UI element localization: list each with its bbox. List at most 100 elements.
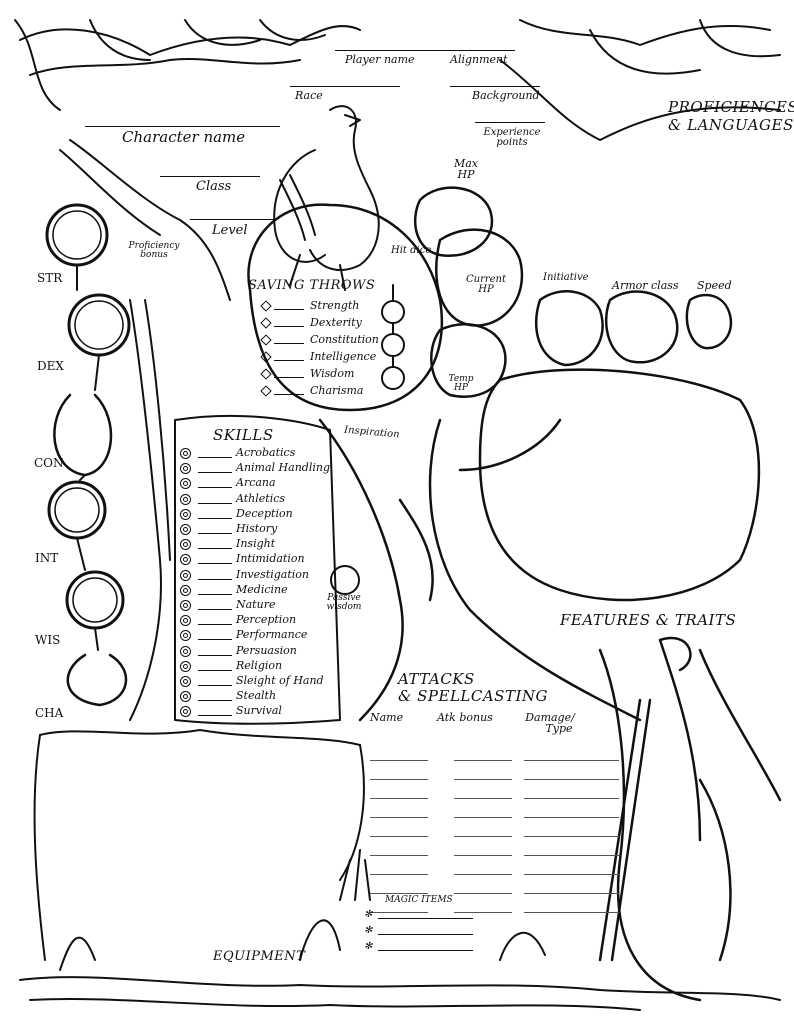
bow-drawing [598,636,732,962]
skills-title: SKILLS [213,426,274,444]
skill-label: Animal Handling [236,461,330,475]
attack-entry-line[interactable] [524,874,619,875]
attack-entry-line[interactable] [454,874,512,875]
ability-medallions [45,203,131,707]
attacks-col-damage: Damage/ Type [525,711,575,735]
initiative-label: Initiative [543,272,589,283]
skill-proficiency-bubble[interactable] [180,600,191,611]
class-label: Class [196,179,232,194]
skill-proficiency-bubble[interactable] [180,463,191,475]
skill-proficiency-bubble[interactable] [180,615,191,627]
skill-proficiency-bubble[interactable] [180,660,191,672]
magic-item-marker[interactable]: ✻ [364,909,373,920]
attack-entry-line[interactable] [524,817,619,818]
attack-entry-line[interactable] [370,817,428,818]
skill-label: Survival [236,704,282,718]
magic-item-marker[interactable]: ✻ [364,925,373,936]
attack-entry-line[interactable] [454,836,512,837]
magic-items-title: MAGIC ITEMS [385,895,453,905]
skill-proficiency-bubble[interactable] [180,539,191,551]
saving-throw-constitution: Constitution [310,333,379,346]
skill-label: Sleight of Hand [236,674,324,687]
skill-label: Nature [236,598,276,611]
attacks-col-name: Name [370,711,404,724]
attack-entry-line[interactable] [454,893,512,894]
skill-label: Investigation [236,567,309,581]
skill-proficiency-bubble[interactable] [180,645,191,657]
attack-entry-line[interactable] [370,855,428,856]
skill-label: Deception [236,506,293,520]
attack-entry-line[interactable] [524,912,619,913]
skill-proficiency-bubble[interactable] [180,691,191,703]
attack-entry-line[interactable] [370,893,428,894]
saving-throws-title: SAVING THROWS [248,278,376,293]
hit-dice-label: Hit dice [391,245,432,256]
top-branches [14,19,781,141]
speed-label: Speed [697,279,732,292]
magic-item-marker[interactable]: ✻ [364,941,373,952]
attack-entry-line[interactable] [370,798,428,799]
skill-proficiency-bubble[interactable] [180,524,191,535]
features-traits-title: FEATURES & TRAITS [560,611,737,629]
proficiencies-title: PROFICIENCES & LANGUAGES [668,98,794,134]
ability-int: INT [35,551,59,565]
skill-proficiency-bubble[interactable] [180,493,191,505]
attack-entry-line[interactable] [524,798,619,799]
attack-entry-line[interactable] [524,893,619,894]
bird-drawing [273,105,380,291]
skill-proficiency-bubble[interactable] [180,706,191,718]
saving-throw-dexterity: Dexterity [310,316,362,329]
skill-proficiency-bubble[interactable] [180,508,191,520]
character-name-label: Character name [122,128,246,146]
ability-con: CON [34,456,64,470]
alignment-label: Alignment [450,53,508,66]
skills-frame [174,414,341,725]
attack-entry-line[interactable] [454,912,512,913]
attack-entry-line[interactable] [370,760,428,761]
skill-proficiency-bubble[interactable] [180,448,191,459]
skill-proficiency-bubble[interactable] [180,569,191,581]
attack-entry-line[interactable] [370,779,428,780]
attack-entry-line[interactable] [454,798,512,799]
skill-proficiency-bubble[interactable] [180,554,191,566]
attack-entry-line[interactable] [370,836,428,837]
skill-label: History [236,522,278,535]
skill-label: Stealth [236,689,277,703]
attack-entry-line[interactable] [454,760,512,761]
attack-entry-line[interactable] [524,760,619,761]
attack-entry-line[interactable] [524,779,619,780]
skill-proficiency-bubble[interactable] [180,478,191,490]
skill-label: Perception [236,613,297,627]
left-branch [59,139,231,721]
level-label: Level [212,223,248,238]
skill-label: Performance [236,628,308,642]
skill-label: Religion [236,658,283,672]
skill-label: Medicine [236,582,288,596]
attack-entry-line[interactable] [454,855,512,856]
equipment-title: EQUIPMENT [213,949,306,964]
attack-entry-line[interactable] [524,836,619,837]
attack-entry-line[interactable] [370,912,428,913]
skill-proficiency-bubble[interactable] [180,676,191,687]
armor-class-label: Armor class [612,279,679,292]
skill-label: Acrobatics [236,446,296,459]
skill-proficiency-bubble[interactable] [180,584,191,596]
attacks-col-atk-bonus: Atk bonus [437,711,493,724]
skill-proficiency-bubble[interactable] [180,630,191,642]
attack-entry-line[interactable] [370,874,428,875]
skill-label: Arcana [236,476,276,490]
race-label: Race [295,89,323,102]
saving-throw-wisdom: Wisdom [310,367,355,380]
skill-label: Insight [236,537,276,551]
ability-wis: WIS [35,633,61,647]
attack-entry-line[interactable] [454,779,512,780]
ability-str: STR [37,271,63,285]
attack-entry-line[interactable] [524,855,619,856]
attack-entry-line[interactable] [454,817,512,818]
player-name-label: Player name [345,53,415,66]
